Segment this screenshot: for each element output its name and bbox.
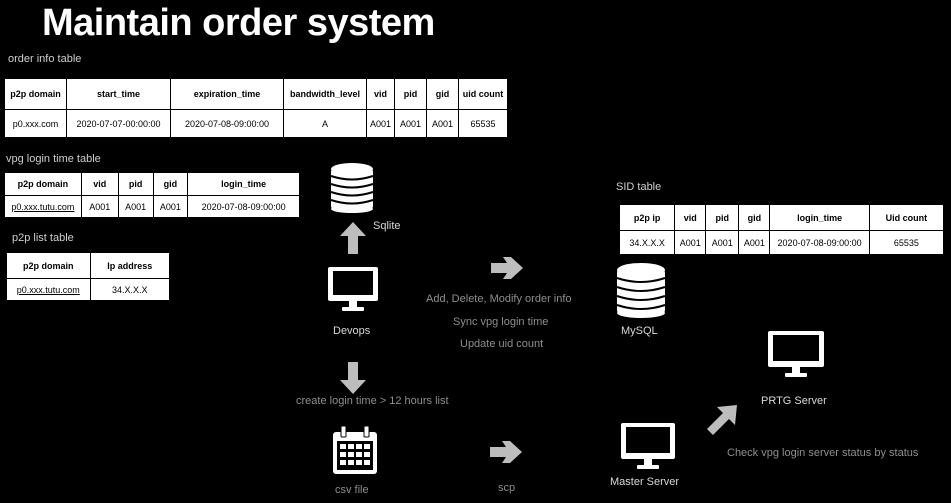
- table-cell: A001: [80, 195, 119, 218]
- sqlite-database-icon: [330, 163, 374, 213]
- edge-label-create-list: create login time > 12 hours list: [296, 395, 449, 407]
- table-header-row: p2p domain vid pid gid login_time: [4, 172, 300, 196]
- header-cell: vid: [366, 78, 395, 110]
- header-cell: gid: [738, 204, 771, 231]
- header-cell: Uid count: [868, 204, 945, 231]
- arrow-down-icon: [340, 362, 366, 394]
- table-cell: 2020-07-08-09:00:00: [187, 195, 300, 218]
- header-cell: Ip address: [89, 252, 170, 279]
- header-cell: pid: [705, 204, 740, 231]
- edge-label-ops-line2: Sync vpg login time: [453, 316, 549, 328]
- p2p-list-table-caption: p2p list table: [12, 232, 74, 244]
- table-cell: 34.X.X.X: [618, 230, 676, 255]
- header-cell: gid: [426, 78, 459, 110]
- mysql-database-icon: [616, 263, 666, 318]
- prtg-server-label: PRTG Server: [761, 395, 827, 407]
- sqlite-label: Sqlite: [373, 220, 401, 232]
- edge-label-ops-line3: Update uid count: [460, 338, 544, 350]
- table-cell: A001: [705, 230, 740, 255]
- p2p-list-table: p2p domain Ip address p0.xxx.tutu.com 34…: [6, 252, 170, 301]
- table-cell: A001: [738, 230, 771, 255]
- vpg-login-time-table: p2p domain vid pid gid login_time p0.xxx…: [4, 172, 300, 218]
- prtg-server-monitor-icon: [768, 331, 824, 377]
- table-cell: p0.xxx.tutu.com: [4, 195, 82, 218]
- table-cell: 65535: [458, 109, 508, 138]
- table-cell: A001: [394, 109, 427, 138]
- header-cell: p2p domain: [6, 252, 91, 279]
- master-server-monitor-icon: [621, 423, 675, 469]
- calendar-icon: [333, 425, 377, 474]
- table-header-row: p2p ip vid pid gid login_time Uid count: [618, 204, 945, 231]
- header-cell: bandwidth_level: [283, 78, 367, 110]
- header-cell: p2p domain: [4, 78, 67, 110]
- table-cell: p0.xxx.tutu.com: [6, 278, 91, 301]
- table-cell: 2020-07-07-00:00:00: [66, 109, 171, 138]
- header-cell: vid: [80, 172, 119, 196]
- table-cell: 65535: [868, 230, 945, 255]
- header-cell: p2p domain: [4, 172, 82, 196]
- edge-label-check-status: Check vpg login server status by status: [727, 447, 919, 459]
- table-row: 34.X.X.X A001 A001 A001 2020-07-08-09:00…: [618, 230, 945, 255]
- header-cell: vid: [674, 204, 707, 231]
- sid-table-caption: SID table: [616, 181, 662, 193]
- header-cell: pid: [117, 172, 154, 196]
- table-header-row: p2p domain Ip address: [6, 252, 170, 279]
- table-cell: A001: [674, 230, 707, 255]
- header-cell: pid: [394, 78, 427, 110]
- edge-label-scp: scp: [498, 482, 516, 494]
- table-row: p0.xxx.tutu.com A001 A001 A001 2020-07-0…: [4, 195, 300, 218]
- edge-label-ops-line1: Add, Delete, Modify order info: [426, 293, 572, 305]
- table-cell: A001: [366, 109, 395, 138]
- vpg-table-caption: vpg login time table: [6, 153, 101, 165]
- arrow-up-icon: [340, 222, 366, 254]
- header-cell: gid: [152, 172, 189, 196]
- table-row: p0.xxx.com 2020-07-07-00:00:00 2020-07-0…: [4, 109, 508, 138]
- sid-table: p2p ip vid pid gid login_time Uid count …: [618, 204, 945, 255]
- header-cell: login_time: [769, 204, 870, 231]
- order-info-table: p2p domain start_time expiration_time ba…: [4, 78, 508, 138]
- table-cell: A001: [426, 109, 459, 138]
- page-title: Maintain order system: [42, 2, 435, 44]
- header-cell: start_time: [66, 78, 171, 110]
- table-cell: 34.X.X.X: [89, 278, 170, 301]
- table-cell: A001: [117, 195, 154, 218]
- arrow-up-right-icon: [707, 405, 737, 435]
- header-cell: expiration_time: [170, 78, 284, 110]
- header-cell: uid count: [458, 78, 508, 110]
- header-cell: login_time: [187, 172, 300, 196]
- devops-label: Devops: [333, 325, 371, 337]
- order-table-caption: order info table: [8, 53, 82, 65]
- table-cell: A: [283, 109, 367, 138]
- arrow-right-icon: [490, 441, 522, 463]
- table-cell: 2020-07-08-09:00:00: [170, 109, 284, 138]
- arrow-right-icon: [491, 257, 523, 279]
- table-cell: 2020-07-08-09:00:00: [769, 230, 870, 255]
- devops-monitor-icon: [328, 267, 378, 311]
- header-cell: p2p ip: [618, 204, 676, 231]
- table-header-row: p2p domain start_time expiration_time ba…: [4, 78, 508, 110]
- table-row: p0.xxx.tutu.com 34.X.X.X: [6, 278, 170, 301]
- master-server-label: Master Server: [610, 476, 680, 488]
- mysql-label: MySQL: [621, 325, 658, 337]
- csv-label: csv file: [335, 484, 369, 496]
- table-cell: A001: [152, 195, 189, 218]
- table-cell: p0.xxx.com: [4, 109, 67, 138]
